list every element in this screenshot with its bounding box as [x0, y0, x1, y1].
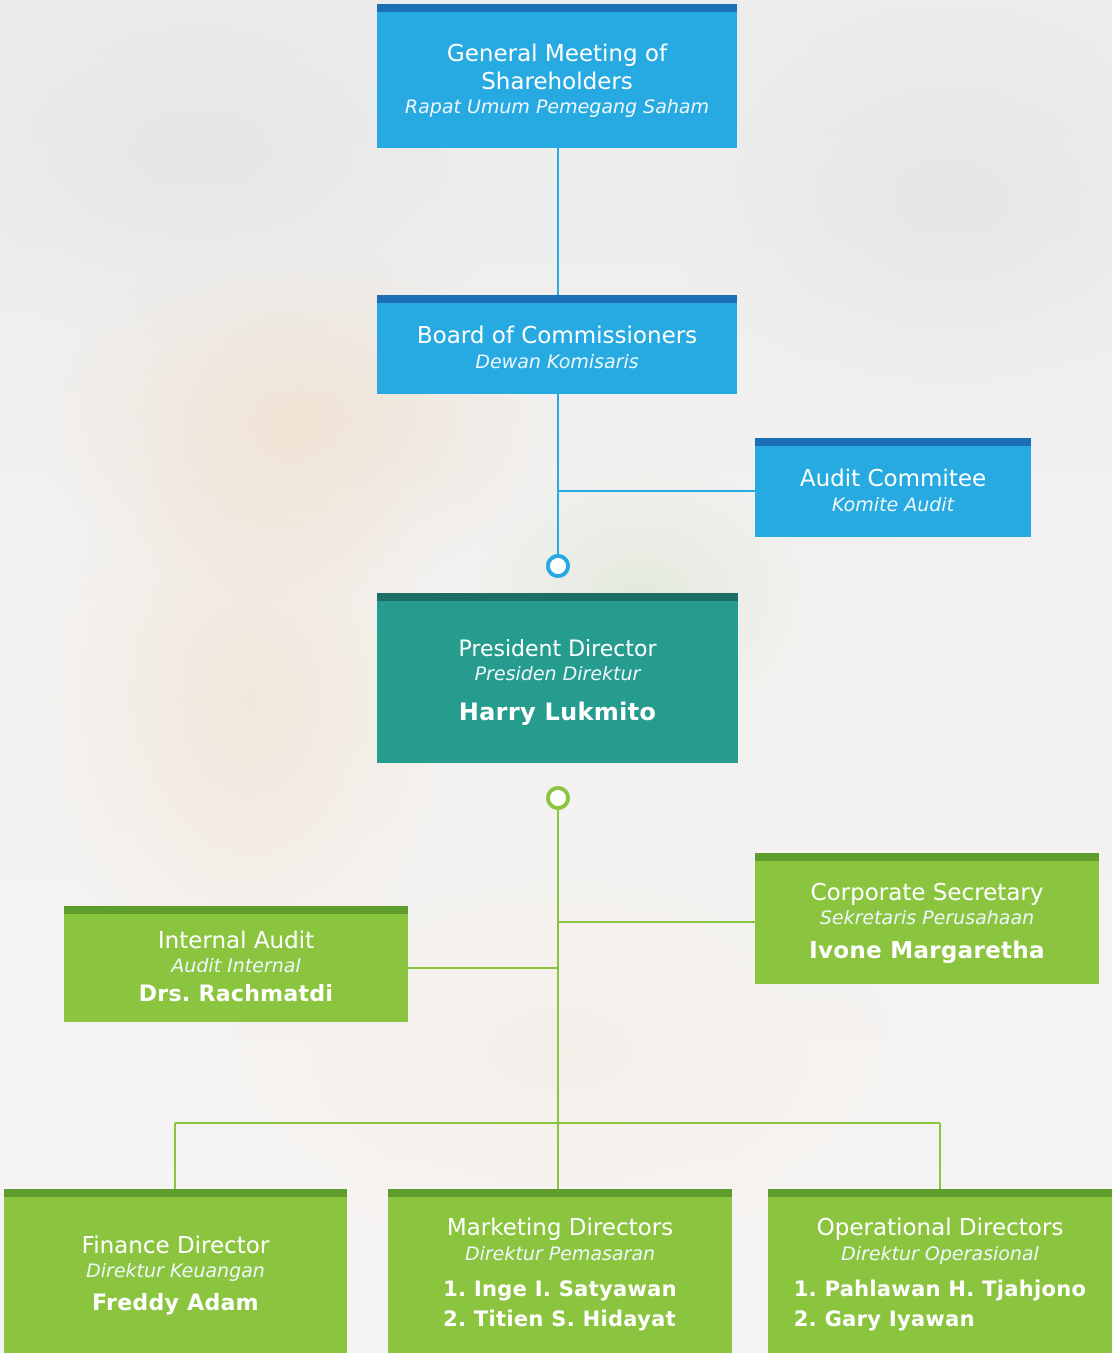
corp-sec-title: Corporate Secretary [810, 879, 1044, 906]
marketing-name-item: 2. Titien S. Hidayat [443, 1307, 676, 1332]
marketing-names: 1. Inge I. Satyawan 2. Titien S. Hidayat [443, 1274, 677, 1335]
internal-audit-subtitle: Audit Internal [171, 955, 301, 978]
internal-audit-box: Internal Audit Audit Internal Drs. Rachm… [64, 906, 408, 1022]
operational-name-item: 2. Gary Iyawan [793, 1307, 975, 1332]
internal-audit-title: Internal Audit [157, 927, 315, 954]
audit-committee-subtitle: Komite Audit [831, 493, 955, 516]
marketing-box: Marketing Directors Direktur Pemasaran 1… [388, 1189, 732, 1353]
gms-title: General Meeting of Shareholders [446, 41, 668, 95]
internal-audit-name: Drs. Rachmatdi [138, 982, 334, 1007]
marketing-title: Marketing Directors [446, 1215, 674, 1242]
corp-sec-box: Corporate Secretary Sekretaris Perusahaa… [755, 853, 1099, 984]
finance-name: Freddy Adam [92, 1291, 259, 1316]
gms-box: General Meeting of Shareholders Rapat Um… [377, 4, 737, 148]
boc-box: Board of Commissioners Dewan Komisaris [377, 295, 737, 394]
operational-subtitle: Direktur Operasional [841, 1242, 1039, 1265]
operational-box: Operational Directors Direktur Operasion… [768, 1189, 1112, 1353]
operational-title: Operational Directors [816, 1215, 1064, 1242]
president-name: Harry Lukmito [458, 698, 657, 727]
boc-subtitle: Dewan Komisaris [475, 350, 639, 373]
corp-sec-subtitle: Sekretaris Perusahaan [819, 907, 1035, 930]
president-title: President Director [458, 637, 657, 662]
corp-sec-name: Ivone Margaretha [809, 937, 1045, 964]
marketing-subtitle: Direktur Pemasaran [464, 1242, 656, 1265]
boc-title: Board of Commissioners [416, 323, 698, 350]
operational-name-item: 1. Pahlawan H. Tjahjono [793, 1276, 1087, 1301]
finance-subtitle: Direktur Keuangan [86, 1260, 265, 1283]
node-circle-green [546, 786, 570, 810]
audit-committee-box: Audit Commitee Komite Audit [755, 438, 1031, 537]
president-box: President Director Presiden Direktur Har… [377, 593, 738, 763]
finance-box: Finance Director Direktur Keuangan Fredd… [4, 1189, 347, 1353]
gms-subtitle: Rapat Umum Pemegang Saham [404, 96, 710, 119]
president-subtitle: Presiden Direktur [474, 663, 641, 686]
marketing-name-item: 1. Inge I. Satyawan [443, 1276, 677, 1301]
finance-title: Finance Director [81, 1232, 270, 1259]
node-circle-blue [546, 554, 570, 578]
operational-names: 1. Pahlawan H. Tjahjono 2. Gary Iyawan [794, 1274, 1086, 1335]
audit-committee-title: Audit Commitee [799, 466, 987, 493]
